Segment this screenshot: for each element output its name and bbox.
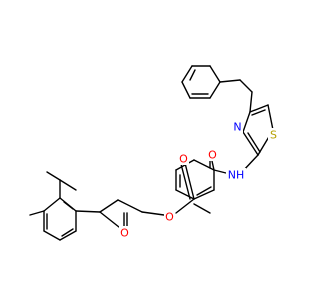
bond-line xyxy=(43,230,61,241)
bond-line xyxy=(242,111,251,133)
bond-line xyxy=(249,91,253,113)
bond-line xyxy=(46,171,61,181)
atom-n-thiazole: N xyxy=(232,120,243,134)
bond-line xyxy=(209,65,221,83)
atom-o-ester-ether: O xyxy=(164,210,175,224)
bond-line xyxy=(175,189,195,200)
atom-s-thiazole: S xyxy=(268,128,279,142)
bond-line xyxy=(209,81,221,99)
bond-line xyxy=(196,186,212,196)
bond-line xyxy=(61,228,74,237)
bond-line xyxy=(193,203,211,214)
bond-line xyxy=(175,198,195,214)
bond-line xyxy=(211,160,215,171)
bond-line xyxy=(219,79,241,83)
bond-line xyxy=(189,69,196,81)
atom-label-o-ketone: O xyxy=(120,227,129,240)
bond-line xyxy=(181,81,191,99)
bond-line xyxy=(193,159,215,171)
bond-line xyxy=(43,197,61,212)
atom-label-o-amide: O xyxy=(208,149,217,162)
atom-nh: NH xyxy=(226,168,246,182)
atom-label-nh: NH xyxy=(228,169,245,182)
bond-line xyxy=(117,199,143,213)
bond-line xyxy=(251,109,266,116)
bond-line xyxy=(193,189,215,200)
bond-line xyxy=(249,104,269,113)
bond-line xyxy=(242,131,259,156)
bond-line xyxy=(239,79,253,93)
atom-label-n-thiazole: N xyxy=(233,121,241,134)
bond-line xyxy=(99,199,119,213)
atom-o-amide: O xyxy=(207,148,218,162)
bond-line xyxy=(29,210,45,216)
molecule-structure-diagram: O O O O NH N S xyxy=(29,65,279,241)
bond-line xyxy=(63,201,74,210)
bond-line xyxy=(181,65,193,83)
atom-label-o-ester-ether: O xyxy=(165,211,174,224)
bond-line xyxy=(75,210,101,213)
atom-o-ketone: O xyxy=(119,226,130,240)
bond-line xyxy=(247,132,261,153)
bond-layer xyxy=(29,65,274,241)
atom-o-ester-carbonyl: O xyxy=(178,152,189,166)
atom-label-s-thiazole: S xyxy=(270,129,277,142)
bond-line xyxy=(141,211,165,216)
bond-line xyxy=(59,179,77,191)
bond-line xyxy=(267,104,274,131)
bond-line xyxy=(59,230,77,241)
atom-label-o-ester-carbonyl: O xyxy=(179,153,188,166)
bond-line xyxy=(184,162,195,200)
bond-line xyxy=(180,163,191,200)
